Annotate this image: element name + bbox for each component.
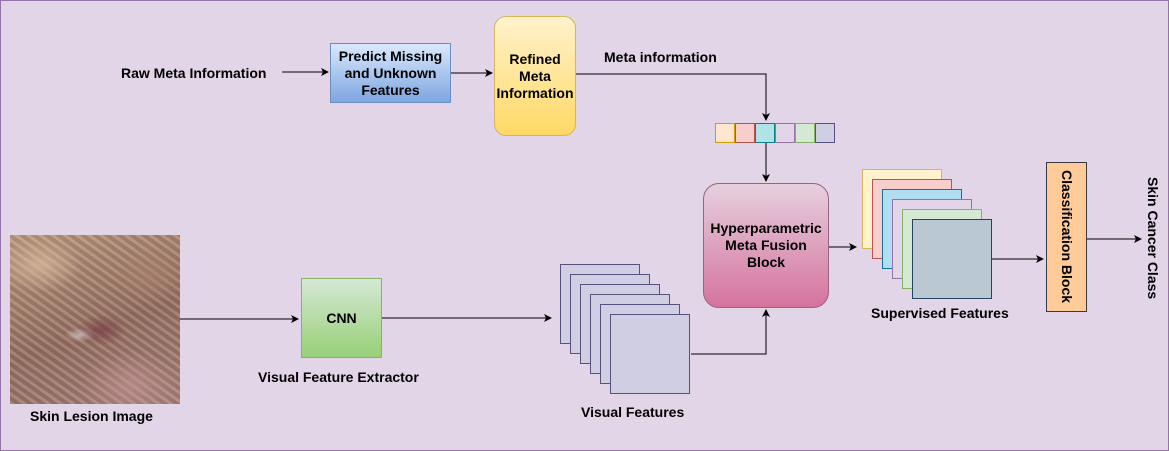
predict-line-1: Predict Missing <box>338 47 443 64</box>
skin-cancer-class-label: Skin Cancer Class <box>1145 177 1161 300</box>
refined-meta-block[interactable]: Refined Meta Information <box>494 16 576 136</box>
meta-vector-cell <box>735 123 755 143</box>
arrow-refined-to-meta-vector <box>576 73 770 121</box>
fusion-line-1: Hyperparametric <box>710 220 822 236</box>
meta-vector-cell <box>755 123 775 143</box>
supervised-features-label: Supervised Features <box>871 305 1009 321</box>
skin-lesion-image <box>10 235 180 404</box>
classification-block[interactable]: Classification Block <box>1046 162 1087 312</box>
meta-vector-cell <box>815 123 835 143</box>
predict-line-2: and Unknown <box>344 64 437 81</box>
meta-information-label: Meta information <box>604 49 717 65</box>
fusion-line-3: Block <box>746 254 786 270</box>
refined-line-1: Refined <box>509 50 561 67</box>
refined-line-2: Meta <box>519 67 551 84</box>
predict-missing-block[interactable]: Predict Missing and Unknown Features <box>330 43 451 103</box>
arrow-visual-features-to-fusion <box>691 309 770 355</box>
meta-vector-cell <box>715 123 735 143</box>
meta-vector-cell <box>775 123 795 143</box>
refined-line-3: Information <box>496 84 574 101</box>
cnn-block[interactable]: CNN <box>301 278 382 358</box>
skin-lesion-label: Skin Lesion Image <box>30 408 153 424</box>
predict-line-3: Features <box>361 81 420 98</box>
raw-meta-label: Raw Meta Information <box>121 65 267 81</box>
visual-feature-extractor-label: Visual Feature Extractor <box>258 369 419 385</box>
meta-vector-cell <box>795 123 815 143</box>
cnn-label: CNN <box>326 309 357 326</box>
visual-features-label: Visual Features <box>581 404 685 420</box>
classification-label: Classification Block <box>1059 170 1075 304</box>
meta-fusion-block[interactable]: Hyperparametric Meta Fusion Block <box>703 183 829 308</box>
fusion-line-2: Meta Fusion <box>725 237 807 253</box>
visual-feature-map <box>610 314 690 394</box>
supervised-feature-map <box>912 219 992 299</box>
